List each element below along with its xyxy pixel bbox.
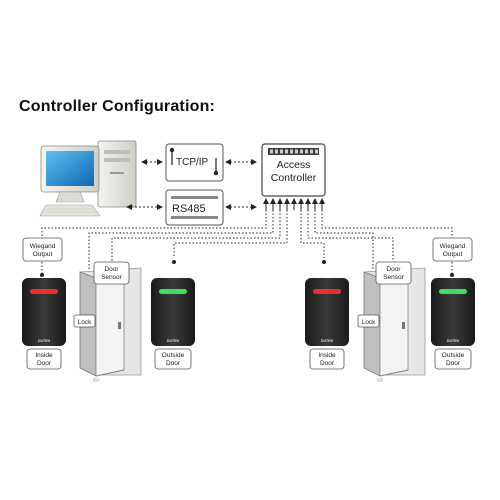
outside-card-reader: DUTEN	[431, 278, 475, 346]
computer-icon	[39, 140, 137, 217]
outside-card-reader: DUTEN	[151, 278, 195, 346]
reader-brand: DUTEN	[38, 339, 51, 343]
door-sensor-label-1: Door	[104, 266, 119, 273]
inside-label-1: Inside	[318, 352, 336, 359]
inside-card-reader: DUTEN	[22, 278, 66, 346]
wiegand-label-1: Wiegand	[440, 243, 466, 250]
right-door-group: DUTEN Inside Door Door Sensor Lock Wiega…	[305, 237, 475, 382]
device-wiring	[41, 210, 453, 321]
green-led-indicator	[159, 289, 187, 294]
outside-label-2: Door	[446, 360, 461, 367]
red-led-indicator	[313, 289, 341, 294]
reader-brand: DUTEN	[167, 339, 180, 343]
inside-label-2: Door	[320, 360, 335, 367]
lock-label: Lock	[362, 319, 376, 326]
rs485-label: RS485	[172, 203, 206, 215]
green-led-indicator	[439, 289, 467, 294]
lock-label: Lock	[78, 319, 92, 326]
inside-label-1: Inside	[35, 352, 53, 359]
tcp-ip-module: TCP/IP	[165, 143, 224, 182]
diagram-title: Controller Configuration:	[19, 98, 216, 115]
controller-label-line1: Access	[277, 159, 311, 171]
computer-network-links	[126, 159, 257, 210]
access-controller-box: Access Controller	[261, 143, 326, 197]
outside-label-2: Door	[166, 360, 181, 367]
outside-label-1: Outside	[442, 352, 465, 359]
wiegand-label-2: Output	[443, 251, 463, 258]
red-led-indicator	[30, 289, 58, 294]
wiegand-label-2: Output	[33, 251, 53, 258]
controller-port-arrows	[263, 198, 325, 210]
door-sensor-label-1: Door	[386, 266, 401, 273]
inside-label-2: Door	[37, 360, 52, 367]
inside-card-reader: DUTEN	[305, 278, 349, 346]
door-sensor-label-2: Sensor	[101, 274, 122, 281]
door-sensor-label-2: Sensor	[383, 274, 404, 281]
rs485-module: RS485	[165, 189, 224, 226]
outside-label-1: Outside	[162, 352, 185, 359]
wiegand-label-1: Wiegand	[30, 243, 56, 250]
controller-label-line2: Controller	[271, 172, 317, 184]
tcp-ip-label: TCP/IP	[176, 157, 209, 168]
reader-brand: DUTEN	[447, 339, 460, 343]
reader-brand: DUTEN	[321, 339, 334, 343]
left-door-group: Wiegand Output DUTEN Inside Door Door Se…	[22, 237, 195, 382]
